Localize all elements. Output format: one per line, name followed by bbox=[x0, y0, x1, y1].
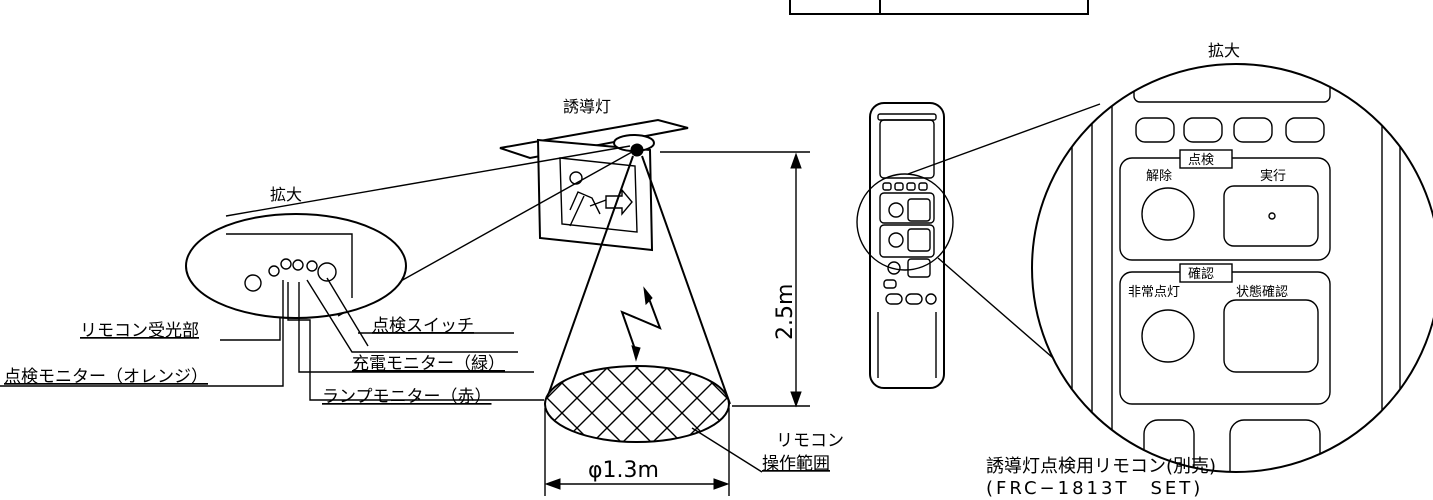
release-button bbox=[1141, 187, 1195, 241]
diameter-label: φ1.3m bbox=[588, 458, 659, 483]
remote-zoom-area bbox=[856, 173, 954, 271]
lamp-monitor-led bbox=[280, 258, 292, 270]
zoom-line-top bbox=[225, 145, 631, 217]
label-check-switch: 点検スイッチ bbox=[372, 316, 474, 336]
fixture-title: 誘導灯 bbox=[563, 97, 611, 116]
remote-zoom-circle: 点検 確認 解除 実行 非常点灯 状態確認 bbox=[1031, 63, 1433, 473]
product-model: (FRC−1813T SET) bbox=[986, 478, 1203, 499]
table-fragment bbox=[789, 0, 1089, 15]
label-leaders bbox=[0, 277, 544, 401]
execute-button bbox=[1223, 185, 1319, 247]
check-switch-circle bbox=[306, 260, 318, 272]
exit-sign-fixture: 誘導灯 bbox=[499, 97, 689, 252]
top-button-3 bbox=[1233, 117, 1273, 143]
height-dimension: 2.5m bbox=[660, 151, 810, 408]
charge-monitor-led bbox=[292, 259, 304, 271]
group-check-label: 点検 bbox=[1188, 153, 1214, 168]
top-button-4 bbox=[1285, 117, 1325, 143]
zoom-label-right: 拡大 bbox=[1208, 41, 1240, 60]
remote-zoom-line-top bbox=[907, 103, 1101, 175]
range-label-line1: リモコン bbox=[776, 431, 844, 451]
status-label: 状態確認 bbox=[1236, 284, 1288, 300]
remote-receiver-circle bbox=[244, 274, 262, 292]
range-label-line2: 操作範囲 bbox=[762, 454, 830, 474]
release-label: 解除 bbox=[1146, 169, 1172, 184]
group-confirm-label: 確認 bbox=[1188, 266, 1214, 282]
label-charge-monitor: 充電モニター（緑） bbox=[352, 354, 505, 374]
top-button-1 bbox=[1135, 117, 1175, 143]
top-button-2 bbox=[1183, 117, 1223, 143]
emergency-label: 非常点灯 bbox=[1128, 285, 1180, 300]
check-monitor-led bbox=[268, 265, 280, 277]
height-label: 2.5m bbox=[773, 284, 798, 340]
emergency-button bbox=[1141, 309, 1195, 363]
label-remote-receiver: リモコン受光部 bbox=[80, 321, 199, 341]
product-name: 誘導灯点検用リモコン(別売) bbox=[986, 456, 1216, 477]
remote-control-body bbox=[856, 102, 954, 389]
execute-label: 実行 bbox=[1260, 168, 1286, 184]
label-check-monitor: 点検モニター（オレンジ） bbox=[4, 367, 208, 387]
status-button bbox=[1223, 299, 1319, 373]
range-label-leader bbox=[691, 427, 763, 473]
check-switch-large bbox=[317, 262, 337, 282]
range-cone bbox=[544, 155, 731, 443]
zoom-label-left: 拡大 bbox=[270, 185, 302, 204]
label-lamp-monitor: ランプモニター（赤） bbox=[322, 387, 492, 407]
zoom-ellipse-left: 拡大 bbox=[185, 185, 407, 319]
